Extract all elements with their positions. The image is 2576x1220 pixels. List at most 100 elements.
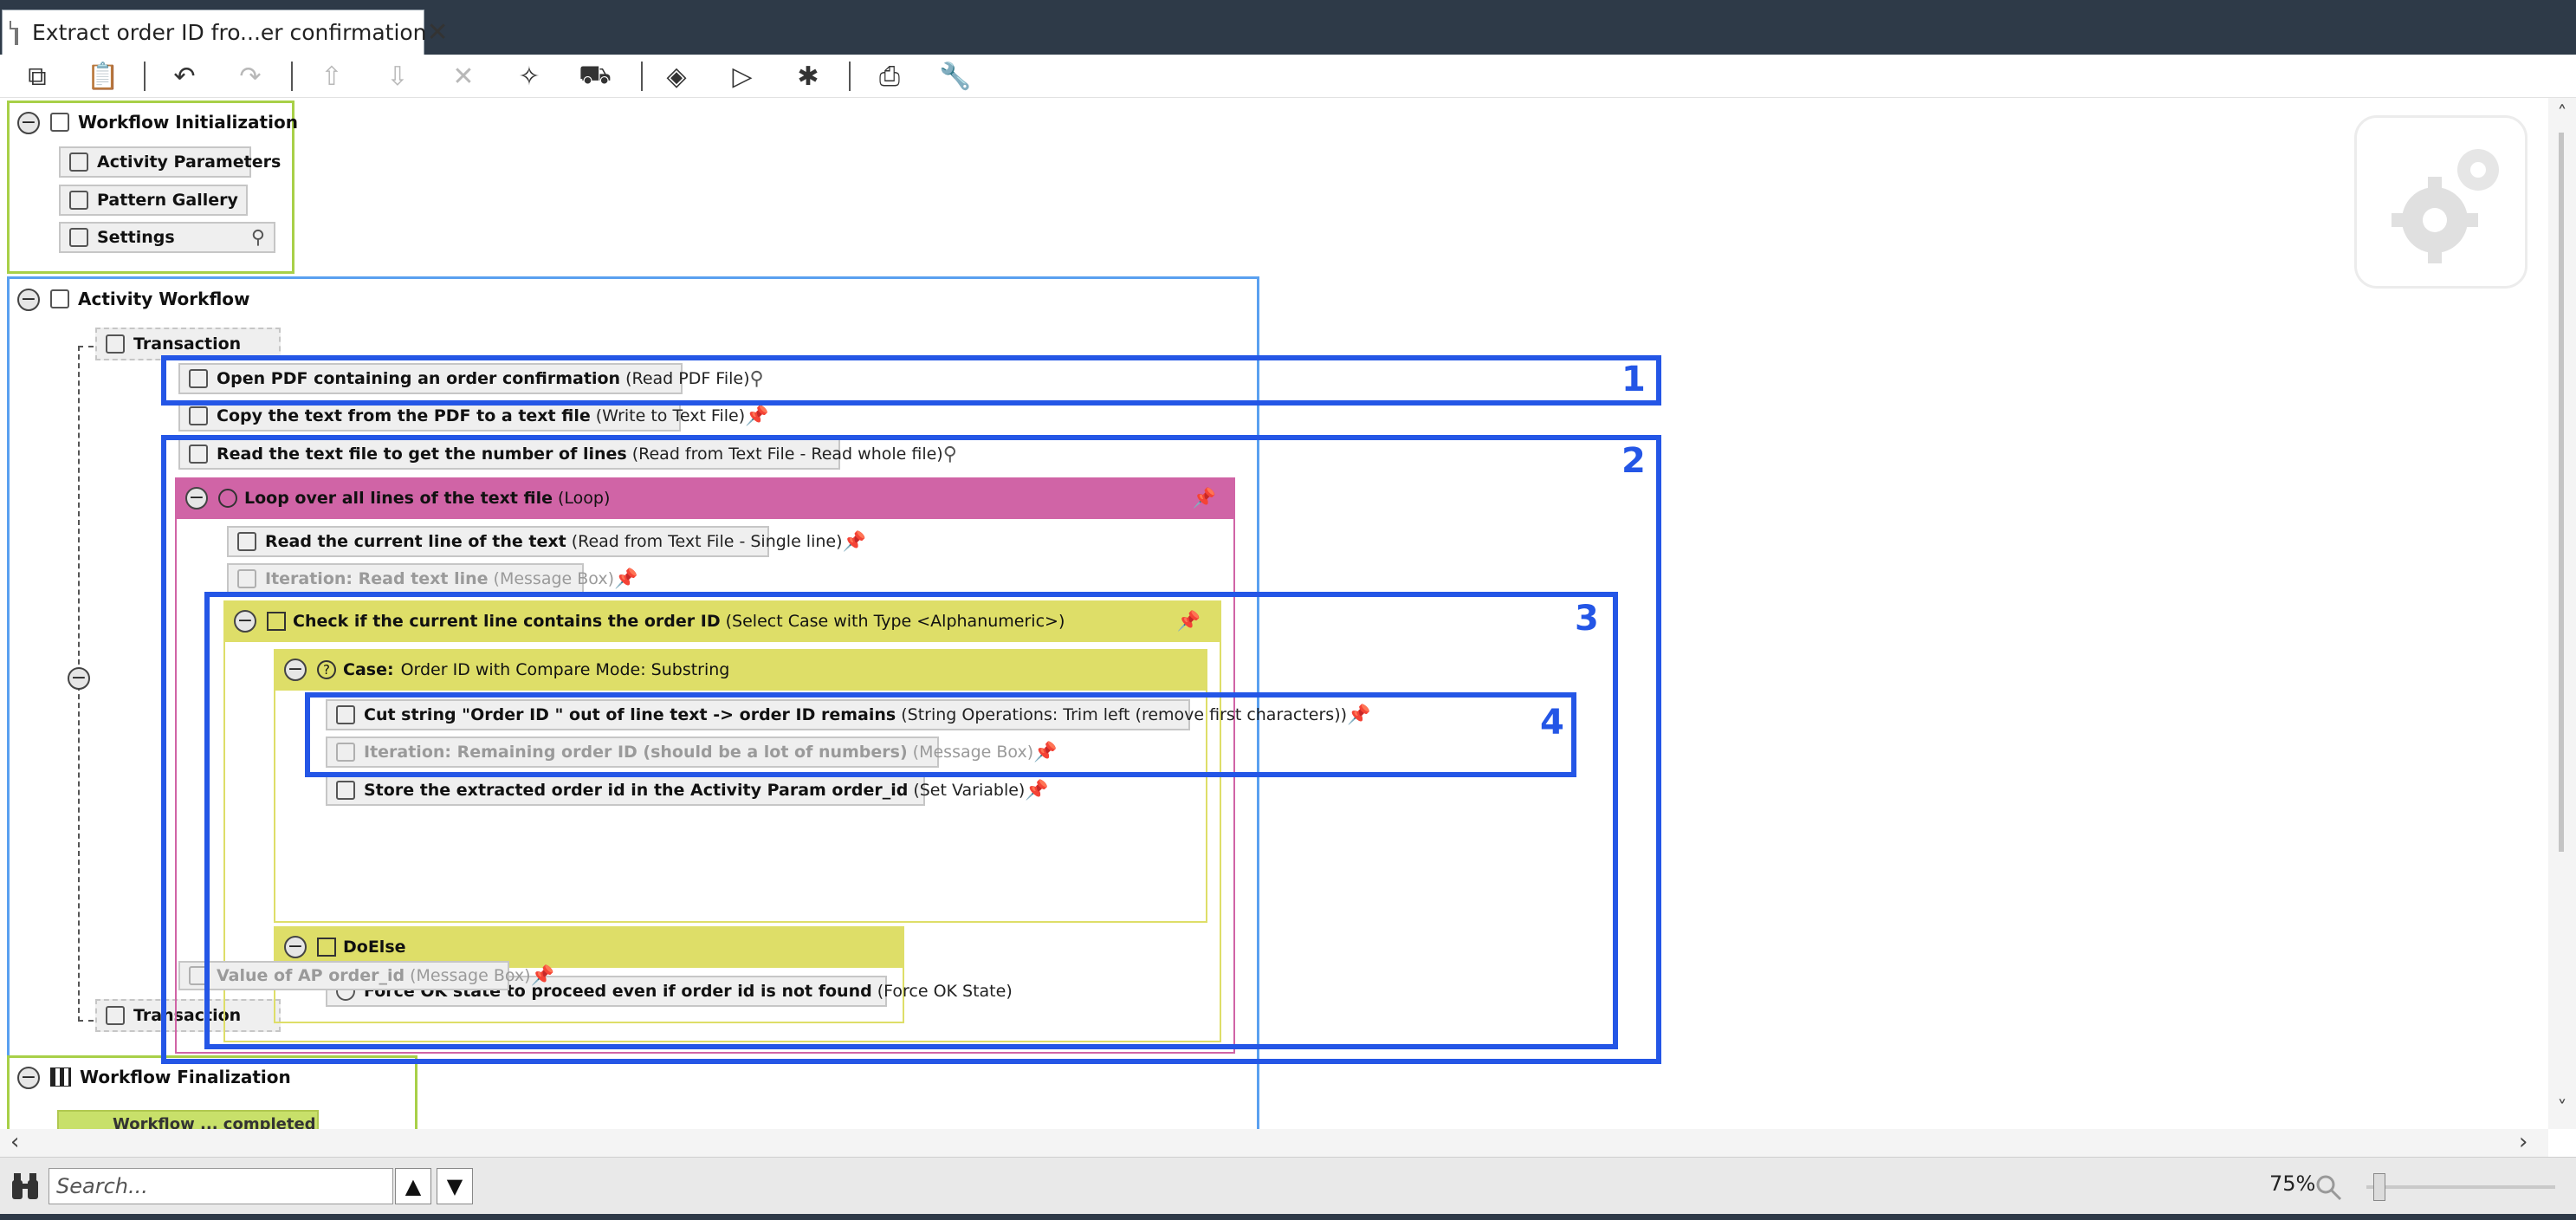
gear-icon (2392, 149, 2499, 263)
collapse-activity-workflow-button[interactable]: − (17, 289, 40, 311)
settings-item[interactable]: Settings ⚲ (59, 222, 275, 253)
vertical-scrollbar[interactable]: ˄ ˅ (2548, 98, 2576, 1129)
collapse-transaction-button[interactable]: − (68, 667, 90, 690)
step-read-pdf[interactable]: Open PDF containing an order confirmatio… (178, 363, 764, 394)
annotation-box-4 (305, 692, 1576, 777)
toolbar-separator (144, 62, 146, 91)
status-bar: Search... ▲ ▼ 75% (0, 1157, 2576, 1214)
zoom-slider-track[interactable] (2366, 1185, 2555, 1189)
pin-icon[interactable]: 📌 (1033, 741, 1058, 763)
transaction-icon (106, 334, 125, 354)
printer-icon[interactable]: ⎙ (879, 61, 900, 92)
gallery-icon (69, 191, 88, 210)
scroll-right-arrow[interactable]: › (2519, 1129, 2528, 1155)
step-read-single-line[interactable]: Read the current line of the text(Read f… (227, 526, 866, 557)
zoom-level: 75% (2269, 1171, 2316, 1196)
step-write-text-file[interactable]: Copy the text from the PDF to a text fil… (178, 400, 769, 432)
scroll-left-arrow[interactable]: ‹ (10, 1129, 20, 1155)
finish-flag-icon (50, 1068, 71, 1087)
pin-icon[interactable]: ⚲ (749, 367, 764, 390)
wrench-icon[interactable]: 🔧 (939, 61, 972, 92)
paste-icon[interactable]: 📋 (87, 61, 120, 92)
diamond-icon[interactable]: ◈ (666, 61, 687, 92)
step-trim-left[interactable]: Cut string "Order ID " out of line text … (326, 699, 1370, 730)
search-input[interactable]: Search... (49, 1168, 393, 1204)
toolbar-separator (641, 62, 643, 91)
arrow-down-icon[interactable]: ⇩ (386, 61, 409, 92)
horizontal-scrollbar[interactable]: ‹ › (0, 1129, 2548, 1157)
annotation-box-2 (161, 435, 1661, 1064)
magic-wand-icon[interactable]: ✧ (518, 61, 540, 92)
redo-icon[interactable]: ↷ (239, 61, 262, 92)
case-header[interactable]: − ? Case:Order ID with Compare Mode: Sub… (274, 649, 1207, 691)
arrow-up-icon[interactable]: ⇧ (320, 61, 343, 92)
pin-icon[interactable]: 📌 (745, 405, 769, 427)
transaction-icon (106, 1006, 125, 1025)
write-file-icon (189, 406, 208, 425)
annotation-label-4: 4 (1540, 703, 1564, 743)
gear-icon (69, 228, 88, 247)
document-tab[interactable]: Extract order ID fro...er confirmation ✕ (2, 10, 449, 55)
scroll-down-arrow[interactable]: ˅ (2557, 1098, 2567, 1119)
binoculars-icon[interactable] (9, 1170, 42, 1203)
set-variable-icon (336, 781, 355, 800)
loop-header[interactable]: − Loop over all lines of the text file(L… (175, 477, 1235, 519)
window-bottom-border (0, 1214, 2576, 1220)
pattern-gallery-item[interactable]: Pattern Gallery (59, 185, 248, 216)
pin-icon[interactable]: 📌 (1025, 779, 1049, 801)
step-set-variable[interactable]: Store the extracted order id in the Acti… (326, 775, 1049, 806)
workflow-finalization-group (7, 1055, 417, 1133)
select-case-header[interactable]: − Check if the current line contains the… (223, 600, 1221, 642)
vertical-scroll-thumb[interactable] (2559, 133, 2564, 852)
tab-title: Extract order ID fro...er confirmation (32, 20, 427, 45)
message-box-icon (336, 743, 355, 762)
toolbar-separator (849, 62, 851, 91)
loop-icon (218, 489, 237, 508)
pin-icon[interactable]: 📌 (842, 530, 866, 553)
workflow-initialization-group (7, 101, 294, 274)
step-remaining-order-id[interactable]: Iteration: Remaining order ID (should be… (326, 737, 1058, 768)
toolbar: ⧉ 📋 ↶ ↷ ⇧ ⇩ ✕ ✧ ⛟ ◈ ▷ ✱ ⎙ 🔧 (0, 55, 2576, 98)
collapse-loop-button[interactable]: − (185, 487, 208, 509)
annotation-label-1: 1 (1621, 360, 1646, 399)
pin-icon[interactable]: 📌 (1192, 487, 1216, 509)
annotation-box-1 (161, 355, 1661, 406)
magnifier-icon (2316, 1175, 2342, 1201)
activity-parameters-item[interactable]: Activity Parameters (59, 146, 281, 178)
collapse-final-button[interactable]: − (17, 1067, 40, 1089)
play-icon[interactable]: ▷ (732, 61, 753, 92)
scroll-up-arrow[interactable]: ˄ (2557, 103, 2567, 125)
string-operations-icon (336, 705, 355, 724)
select-case-icon (267, 612, 286, 631)
pin-icon[interactable]: ⚲ (942, 443, 957, 465)
pin-icon[interactable]: 📌 (1347, 704, 1371, 726)
search-next-button[interactable]: ▼ (437, 1168, 473, 1204)
transaction-end[interactable]: Transaction (95, 999, 281, 1032)
pin-icon[interactable]: 📌 (530, 964, 554, 987)
collapse-select-button[interactable]: − (234, 610, 256, 633)
collapse-doelse-button[interactable]: − (284, 936, 307, 958)
settings-gear-panel[interactable] (2354, 115, 2527, 289)
document-icon (10, 20, 18, 45)
pin-icon[interactable]: 📌 (614, 568, 638, 590)
pin-icon[interactable]: 📌 (1176, 610, 1201, 633)
truck-icon[interactable]: ⛟ (579, 59, 612, 90)
close-tab-button[interactable]: ✕ (426, 17, 449, 48)
toolbar-separator (291, 62, 293, 91)
annotation-box-3 (204, 592, 1618, 1049)
collapse-case-button[interactable]: − (284, 659, 307, 681)
read-file-icon (237, 532, 256, 551)
zoom-slider-thumb[interactable] (2373, 1173, 2385, 1201)
search-previous-button[interactable]: ▲ (395, 1168, 431, 1204)
workflow-completed-item[interactable]: Workflow ... completed (57, 1110, 319, 1129)
copy-icon[interactable]: ⧉ (28, 61, 47, 92)
transaction-start[interactable]: Transaction (95, 328, 281, 360)
workflow-finalization-header: Workflow Finalization (50, 1067, 291, 1087)
pin-icon[interactable]: ⚲ (250, 226, 265, 249)
bug-icon[interactable]: ✱ (797, 61, 819, 92)
undo-icon[interactable]: ↶ (173, 61, 196, 92)
parameters-icon (69, 152, 88, 172)
delete-icon[interactable]: ✕ (452, 61, 475, 92)
collapse-init-button[interactable]: − (17, 112, 40, 134)
step-value-order-id[interactable]: Value of AP order_id(Message Box) 📌 (178, 961, 554, 990)
